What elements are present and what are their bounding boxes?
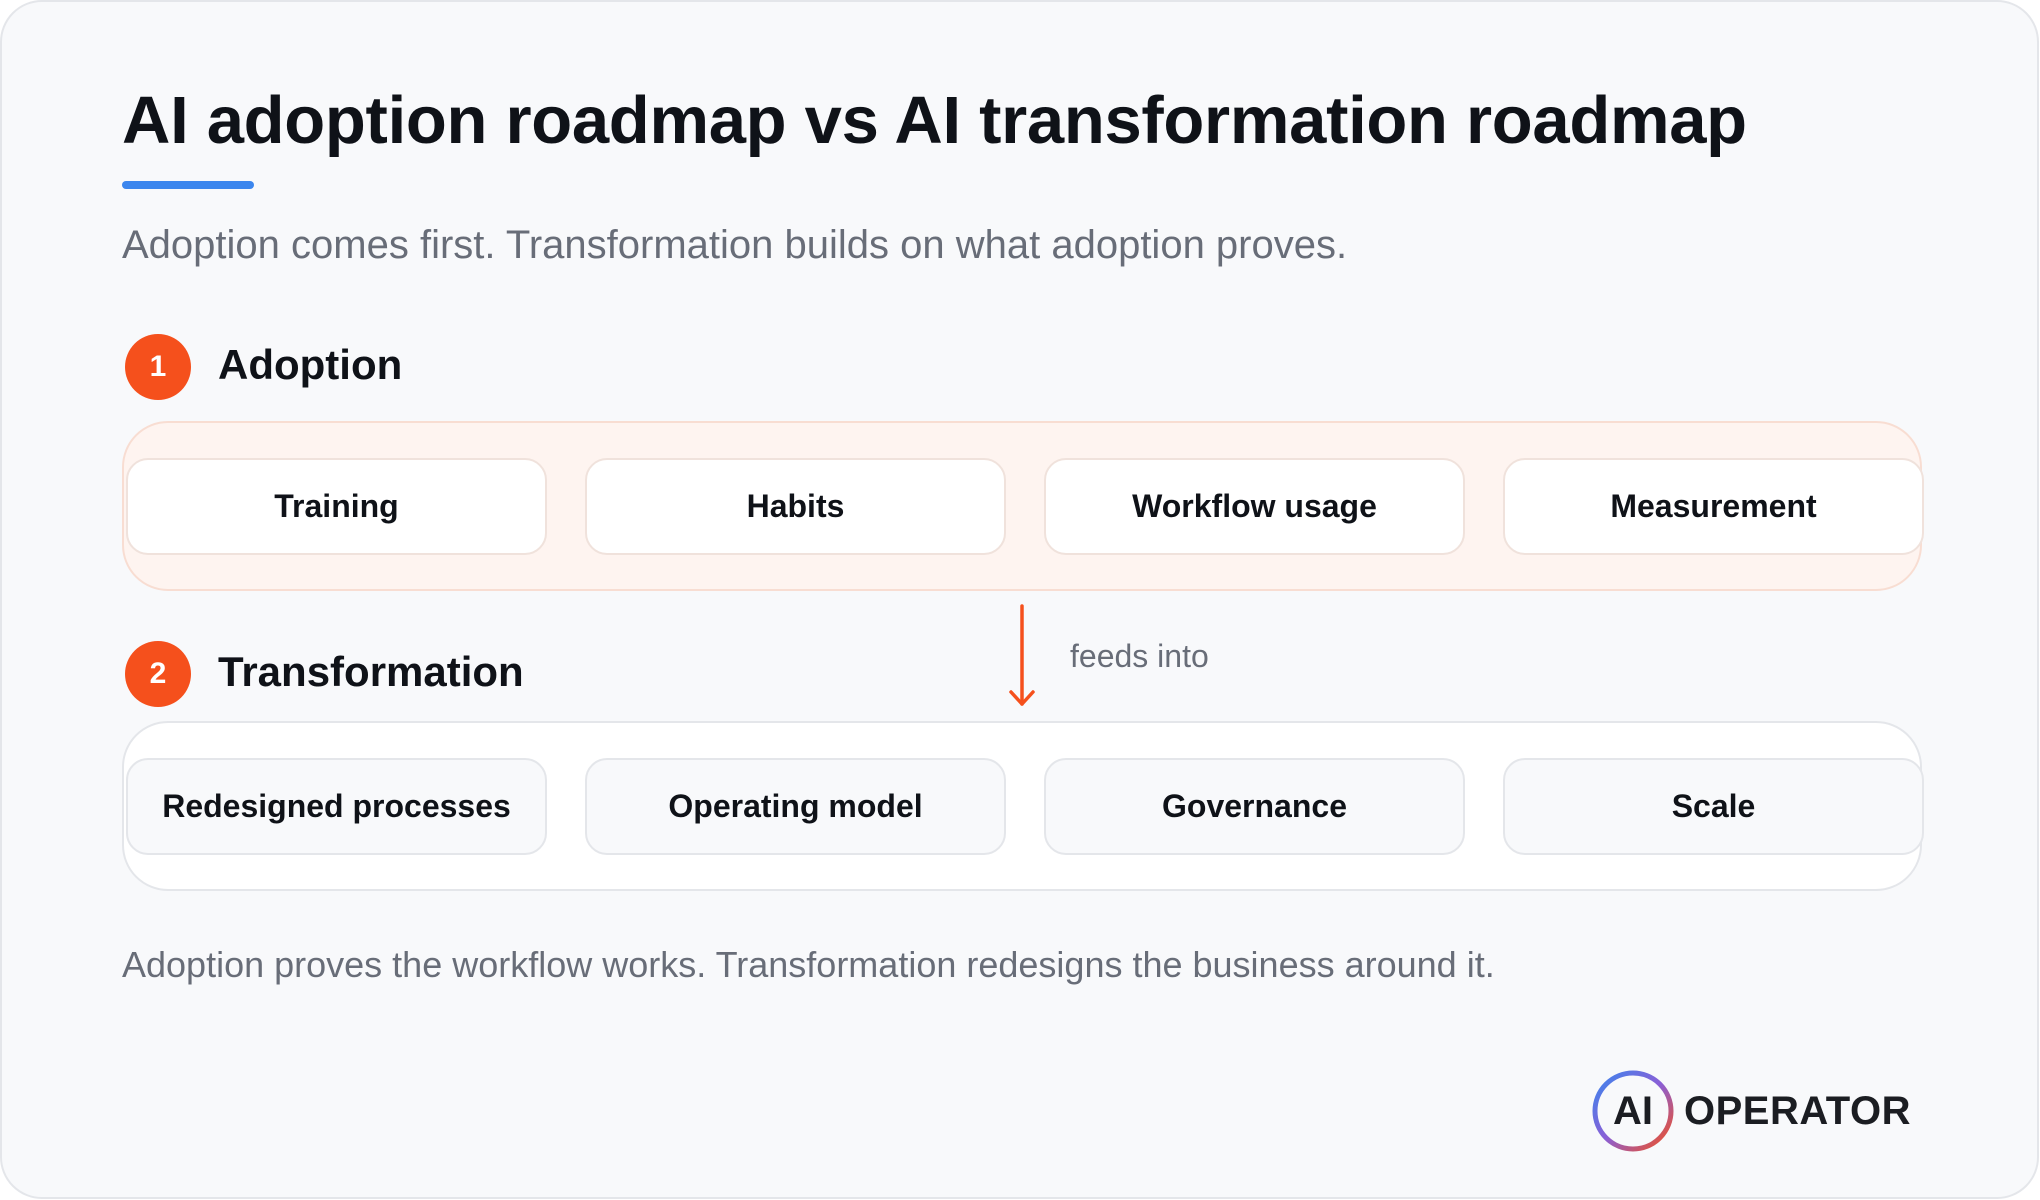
transformation-item-governance: Governance xyxy=(1044,758,1465,855)
page-title: AI adoption roadmap vs AI transformation… xyxy=(122,83,1747,158)
subtitle: Adoption comes first. Transformation bui… xyxy=(122,223,1348,267)
transformation-item-operating-model: Operating model xyxy=(585,758,1006,855)
brand-logo: AI OPERATOR xyxy=(1590,1068,1911,1154)
step-2-title: Transformation xyxy=(218,648,524,695)
logo-ring-icon xyxy=(1592,1070,1674,1152)
logo-mark: AI xyxy=(1590,1068,1676,1154)
title-underline xyxy=(122,181,254,189)
step-1-badge: 1 xyxy=(125,334,191,400)
transformation-item-redesigned-processes: Redesigned processes xyxy=(126,758,547,855)
transformation-group: Redesigned processes Operating model Gov… xyxy=(122,721,1924,891)
transformation-item-scale: Scale xyxy=(1503,758,1924,855)
step-2-badge: 2 xyxy=(125,641,191,707)
connector-label: feeds into xyxy=(1070,638,1209,674)
adoption-group: Training Habits Workflow usage Measureme… xyxy=(122,421,1924,591)
step-1-title: Adoption xyxy=(218,341,403,388)
adoption-item-workflow-usage: Workflow usage xyxy=(1044,458,1465,555)
logo-wordmark: OPERATOR xyxy=(1684,1088,1911,1133)
adoption-item-measurement: Measurement xyxy=(1503,458,1924,555)
adoption-item-habits: Habits xyxy=(585,458,1006,555)
adoption-item-training: Training xyxy=(126,458,547,555)
takeaway-text: Adoption proves the workflow works. Tran… xyxy=(122,944,1495,985)
arrow-down-icon xyxy=(1009,604,1035,706)
logo-mark-text: AI xyxy=(1613,1088,1653,1133)
